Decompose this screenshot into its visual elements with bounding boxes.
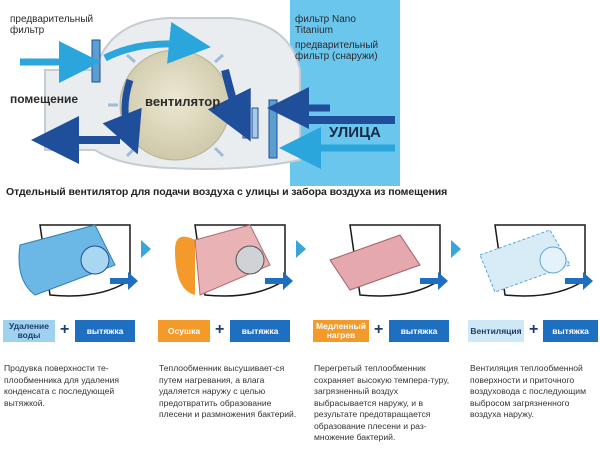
mode-badge-water-removal: Удаление воды — [3, 320, 55, 342]
prefilter-label: предварительный фильтр — [10, 14, 94, 36]
diagram-caption: Отдельный вентилятор для подачи воздуха … — [6, 186, 448, 198]
fan-label: вентилятор — [145, 94, 221, 109]
nano-filter-icon-1 — [242, 107, 250, 139]
stage-description-water-removal: Продувка поверхности те-плообменника для… — [4, 363, 120, 408]
stage-arrow-2-icon — [296, 240, 306, 258]
outer-prefilter-icon — [268, 99, 278, 159]
nano-filter-icon-2 — [251, 107, 259, 139]
exhaust-badge: вытяжка — [543, 320, 598, 342]
unit-drying-icon — [175, 224, 293, 297]
exhaust-badge: вытяжка — [75, 320, 135, 342]
mode-badge-ventilation: Вентиляция — [468, 320, 524, 342]
unit-ventilation-icon — [479, 224, 593, 297]
airflow-diagram-graphic — [0, 0, 400, 186]
mode-badge-drying: Осушка — [158, 320, 210, 342]
nano-filter-label: фильтр Nano Titanium — [295, 14, 356, 36]
prefilter-icon — [91, 39, 101, 83]
plus-sign: + — [60, 321, 70, 338]
unit-slow-heating-icon — [329, 224, 448, 297]
stage-description-ventilation: Вентиляция теплообменной поверхности и п… — [470, 363, 586, 419]
unit-water-removal-icon — [18, 224, 138, 297]
stage-arrow-3-icon — [451, 240, 461, 258]
plus-sign: + — [374, 321, 384, 338]
airflow-diagram: предварительный фильтр фильтр Nano Titan… — [0, 0, 600, 186]
intake-arrows — [20, 22, 395, 169]
plus-sign: + — [215, 321, 225, 338]
street-label: УЛИЦА — [329, 124, 381, 141]
room-label: помещение — [10, 92, 79, 106]
stage-arrow-1-icon — [141, 240, 151, 258]
mode-badge-slow-heating: Медленный нагрев — [313, 320, 369, 342]
stage-description-slow-heating: Перегретый теплообменник сохраняет высок… — [314, 363, 450, 442]
room-return-arrow — [102, 78, 142, 155]
exhaust-badge: вытяжка — [230, 320, 290, 342]
exhaust-badge: вытяжка — [389, 320, 449, 342]
outer-prefilter-label: предварительный фильтр (снаружи) — [295, 40, 379, 62]
stage-description-drying: Теплообменник высушивает-ся путем нагрев… — [159, 363, 297, 419]
plus-sign: + — [529, 321, 539, 338]
